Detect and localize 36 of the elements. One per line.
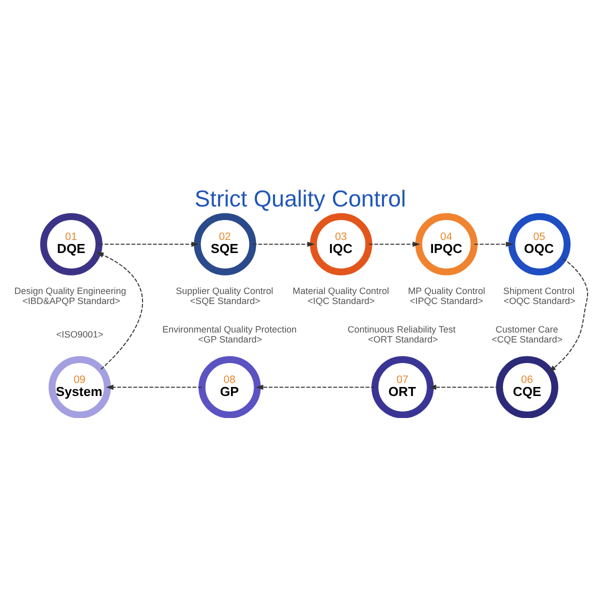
node-label: <IBD&APQP Standard>: [22, 296, 120, 306]
node-circle: 06 CQE: [496, 356, 558, 418]
node-label: <ORT Standard>: [368, 334, 438, 344]
node-label: <ISO9001>: [56, 329, 104, 340]
node-label: <IPQC Standard>: [410, 296, 484, 306]
node-label: <SQE Standard>: [190, 296, 260, 306]
node-label: Customer Care: [496, 324, 558, 334]
node-circle: 04 IPQC: [415, 213, 478, 276]
node-circle: 09 System: [48, 356, 111, 418]
node-label: <OQC Standard>: [504, 296, 576, 306]
arrow: [96, 252, 143, 370]
node-label: MP Quality Control: [408, 286, 486, 296]
node-label: <GP Standard>: [198, 334, 262, 344]
node-circle: 08 GP: [198, 356, 261, 418]
node-label: Material Quality Control: [292, 286, 390, 296]
arrow: [368, 242, 420, 247]
node-label: <CQE Standard>: [492, 334, 563, 344]
node-label: <IQC Standard>: [308, 296, 375, 306]
arrow: [252, 242, 315, 247]
diagram-title: Strict Quality Control: [194, 186, 406, 212]
arrow: [98, 242, 199, 247]
node-circle: 03 IQC: [310, 213, 372, 276]
arrow: [428, 384, 500, 390]
node-label: Continuous Reliability Test: [348, 324, 456, 334]
arrow: [256, 384, 376, 390]
node-label: Shipment Control: [503, 286, 575, 296]
node-circle: 07 ORT: [371, 356, 434, 418]
arrow: [474, 242, 514, 247]
node-label: Supplier Quality Control: [176, 286, 274, 296]
node-label: Design Quality Engineering: [14, 286, 126, 296]
node-label: Environmental Quality Protection: [162, 324, 297, 334]
node-circle: 01 DQE: [40, 213, 102, 276]
node-circle: 02 SQE: [194, 213, 256, 276]
arrow: [548, 258, 588, 372]
arrow: [106, 384, 202, 390]
node-circle: 05 OQC: [508, 213, 571, 276]
